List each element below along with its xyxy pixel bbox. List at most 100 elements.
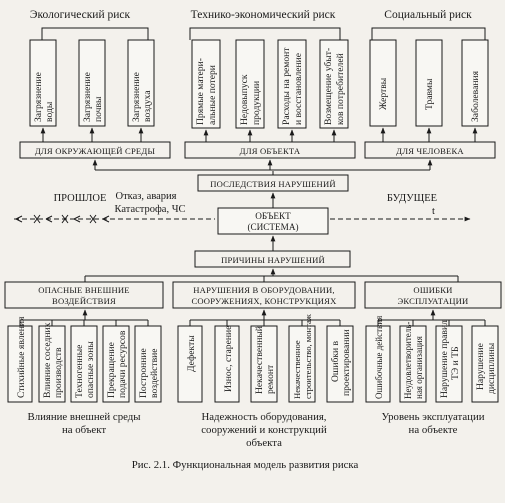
svg-text:ДЛЯ ОБЪЕКТА: ДЛЯ ОБЪЕКТА: [240, 146, 301, 156]
header-social-risk: Социальный риск: [384, 9, 472, 21]
eco-bracket: [41, 27, 149, 40]
svg-text:Дефекты: Дефекты: [186, 335, 197, 372]
svg-text:сооружений и конструкций: сооружений и конструкций: [201, 424, 327, 436]
svg-text:воды: воды: [44, 101, 55, 122]
causes-box: ПРИЧИНЫ НАРУШЕНИЙ: [194, 250, 351, 268]
svg-text:Нарушение правил: Нарушение правил: [439, 320, 450, 398]
eco-item-2: Загрязнение почвы: [78, 39, 106, 127]
bottom-label-reliability: Надежность оборудования, сооружений и ко…: [201, 411, 327, 449]
social-item-1: Жертвы: [369, 39, 397, 127]
svg-text:ная организация: ная организация: [414, 336, 424, 399]
external-item-3: Техногенные опасные зоны: [70, 320, 98, 403]
svg-text:дисциплины: дисциплины: [486, 342, 497, 394]
timeline-event-catastrophe: Катастрофа, ЧС: [114, 204, 185, 215]
svg-text:ДЛЯ ОКРУЖАЮЩЕЙ СРЕДЫ: ДЛЯ ОКРУЖАЮЩЕЙ СРЕДЫ: [35, 146, 156, 156]
svg-text:объекта: объекта: [246, 437, 282, 449]
tech-item-4: Возмещение убыт- ков потребителей: [319, 39, 349, 129]
svg-text:Надежность оборудования,: Надежность оборудования,: [201, 411, 326, 423]
target-env-bar: ДЛЯ ОКРУЖАЮЩЕЙ СРЕДЫ: [19, 141, 171, 159]
svg-text:ремонт: ремонт: [265, 364, 276, 394]
svg-text:Прямые матери-: Прямые матери-: [195, 58, 206, 125]
timeline-event-failure: Отказ, авария: [115, 191, 176, 202]
operation-item-3: Нарушение правил ТЭ и ТБ: [435, 320, 463, 403]
svg-text:на объекте: на объекте: [409, 424, 458, 436]
bottom-label-operation: Уровень эксплуатации на объекте: [381, 411, 484, 436]
svg-text:Ошибочные действия: Ошибочные действия: [374, 316, 384, 399]
svg-text:Загрязнение: Загрязнение: [33, 72, 44, 122]
equipment-item-5: Ошибки в проектировании: [326, 320, 354, 403]
svg-text:строительство, монтаж: строительство, монтаж: [303, 314, 313, 399]
tech-item-3: Расходы на ремонт и восстановление: [277, 39, 307, 129]
svg-text:Ошибки в: Ошибки в: [330, 340, 341, 382]
arrows-to-items: [40, 127, 478, 142]
svg-text:ПРИЧИНЫ НАРУШЕНИЙ: ПРИЧИНЫ НАРУШЕНИЙ: [221, 255, 325, 265]
svg-text:Загрязнение: Загрязнение: [82, 72, 93, 122]
operation-item-2: Неудовлетворитель- ная организация: [399, 320, 427, 403]
svg-text:НАРУШЕНИЯ В ОБОРУДОВАНИИ,: НАРУШЕНИЯ В ОБОРУДОВАНИИ,: [193, 285, 334, 295]
arrows-to-groups: [20, 309, 485, 321]
svg-text:опасные зоны: опасные зоны: [85, 341, 96, 398]
svg-text:Нарушение: Нарушение: [475, 343, 486, 390]
svg-text:Недовыпуск: Недовыпуск: [239, 74, 250, 125]
svg-text:Жертвы: Жертвы: [378, 77, 389, 110]
svg-text:почвы: почвы: [93, 96, 104, 122]
eco-item-1: Загрязнение воды: [29, 39, 57, 127]
operation-item-4: Нарушение дисциплины: [471, 320, 499, 403]
arrows-to-causes: [84, 268, 459, 282]
svg-text:Заболевания: Заболевания: [470, 70, 481, 122]
svg-text:воздействие: воздействие: [149, 348, 160, 398]
svg-text:СООРУЖЕНИЯХ, КОНСТРУКЦИЯХ: СООРУЖЕНИЯХ, КОНСТРУКЦИЯХ: [191, 296, 337, 306]
svg-text:воздуха: воздуха: [142, 90, 153, 122]
svg-text:Загрязнение: Загрязнение: [131, 72, 142, 122]
figure-caption: Рис. 2.1. Функциональная модель развития…: [132, 459, 359, 471]
timeline-t: t: [432, 206, 435, 217]
svg-text:Расходы на ремонт: Расходы на ремонт: [281, 47, 292, 125]
svg-text:ПОСЛЕДСТВИЯ НАРУШЕНИЙ: ПОСЛЕДСТВИЯ НАРУШЕНИЙ: [210, 179, 336, 189]
svg-text:Возмещение убыт-: Возмещение убыт-: [323, 48, 334, 125]
svg-text:Неудовлетворитель-: Неудовлетворитель-: [403, 322, 413, 399]
equipment-item-3: Некачественный ремонт: [250, 320, 278, 403]
svg-text:Постронние: Постронние: [138, 348, 149, 398]
eco-item-3: Загрязнение воздуха: [127, 39, 155, 127]
svg-text:ков потребителей: ков потребителей: [335, 53, 346, 125]
svg-text:Влияние внешней среды: Влияние внешней среды: [28, 411, 141, 423]
svg-text:ДЛЯ ЧЕЛОВЕКА: ДЛЯ ЧЕЛОВЕКА: [396, 146, 464, 156]
svg-text:Влияние соседних: Влияние соседних: [42, 322, 53, 398]
svg-text:Некачественное: Некачественное: [292, 340, 302, 399]
svg-text:Травмы: Травмы: [424, 78, 435, 110]
svg-text:Техногенные: Техногенные: [74, 345, 85, 398]
svg-text:Прекращение: Прекращение: [106, 342, 117, 398]
social-item-3: Заболевания: [461, 39, 489, 127]
timeline-past: ПРОШЛОЕ: [54, 193, 107, 204]
timeline-future: БУДУЩЕЕ: [387, 193, 437, 204]
header-eco-risk: Экологический риск: [30, 9, 131, 21]
consequences-box: ПОСЛЕДСТВИЯ НАРУШЕНИЙ: [197, 174, 349, 192]
target-object-bar: ДЛЯ ОБЪЕКТА: [184, 141, 356, 159]
svg-text:на объект: на объект: [62, 424, 106, 436]
svg-text:ТЭ и ТБ: ТЭ и ТБ: [450, 347, 461, 381]
svg-text:ОБЪЕКТ: ОБЪЕКТ: [255, 211, 291, 221]
svg-text:ОШИБКИ: ОШИБКИ: [413, 285, 452, 295]
timeline-axis: [14, 214, 471, 224]
svg-text:продукции: продукции: [251, 81, 262, 125]
svg-text:Стихийные явления: Стихийные явления: [16, 316, 27, 398]
external-item-1: Стихийные явления: [7, 316, 33, 403]
cause-group-external: ОПАСНЫЕ ВНЕШНИЕ ВОЗДЕЙСТВИЯ: [4, 281, 164, 309]
social-bracket: [371, 27, 486, 40]
svg-text:ОПАСНЫЕ ВНЕШНИЕ: ОПАСНЫЕ ВНЕШНИЕ: [38, 285, 130, 295]
svg-text:проектировании: проектировании: [341, 329, 352, 396]
svg-text:подачи ресурсов: подачи ресурсов: [117, 330, 128, 398]
svg-text:Уровень эксплуатации: Уровень эксплуатации: [381, 411, 484, 423]
social-item-2: Травмы: [415, 39, 443, 127]
cause-group-operation: ОШИБКИ ЭКСПЛУАТАЦИИ: [364, 281, 502, 309]
equipment-item-2: Износ, старение: [214, 320, 240, 403]
object-system-box: ОБЪЕКТ (СИСТЕМА): [217, 207, 329, 235]
external-item-4: Прекращение подачи ресурсов: [102, 320, 130, 403]
operation-item-1: Ошибочные действия: [365, 316, 391, 403]
equipment-item-1: Дефекты: [177, 320, 203, 403]
external-item-5: Постронние воздействие: [134, 320, 162, 403]
svg-text:ЭКСПЛУАТАЦИИ: ЭКСПЛУАТАЦИИ: [398, 296, 469, 306]
header-tech-risk: Технико-экономический риск: [191, 9, 336, 21]
